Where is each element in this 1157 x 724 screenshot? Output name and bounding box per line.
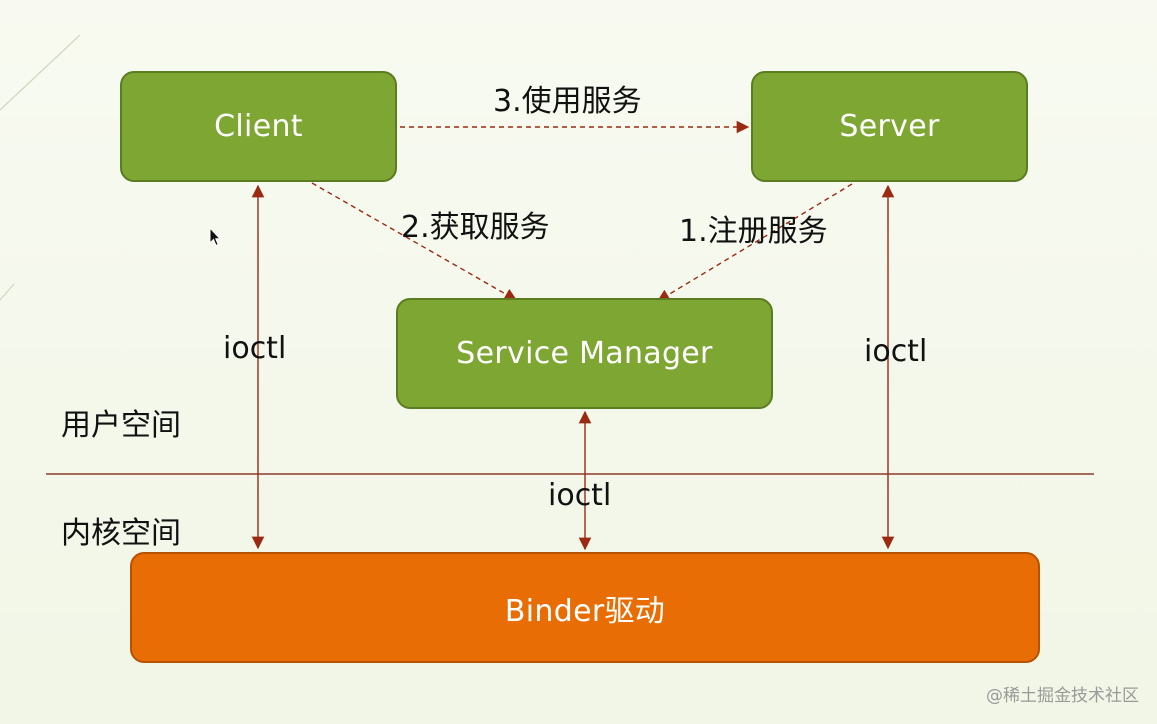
ioctl-client-label: ioctl: [223, 331, 287, 366]
watermark: @稀土掘金技术社区: [986, 686, 1139, 706]
server-node: Server: [751, 71, 1028, 182]
service-manager-node-label: Service Manager: [456, 336, 713, 371]
ioctl-server-label: ioctl: [864, 334, 928, 369]
ioctl-manager-label: ioctl: [548, 478, 612, 513]
get-service-label: 2.获取服务: [401, 210, 550, 245]
mouse-cursor-icon: [209, 227, 221, 247]
register-service-arrow: [656, 183, 853, 302]
binder-driver-node: Binder驱动: [130, 552, 1040, 663]
server-node-label: Server: [839, 109, 940, 144]
client-node-label: Client: [214, 109, 303, 144]
use-service-label: 3.使用服务: [493, 84, 642, 119]
binder-driver-node-label: Binder驱动: [504, 593, 666, 629]
kernel-space-label: 内核空间: [61, 516, 181, 551]
user-space-label: 用户空间: [61, 408, 181, 443]
register-service-label: 1.注册服务: [679, 214, 828, 249]
get-service-arrow: [311, 182, 518, 301]
service-manager-node: Service Manager: [396, 298, 773, 409]
client-node: Client: [120, 71, 397, 182]
